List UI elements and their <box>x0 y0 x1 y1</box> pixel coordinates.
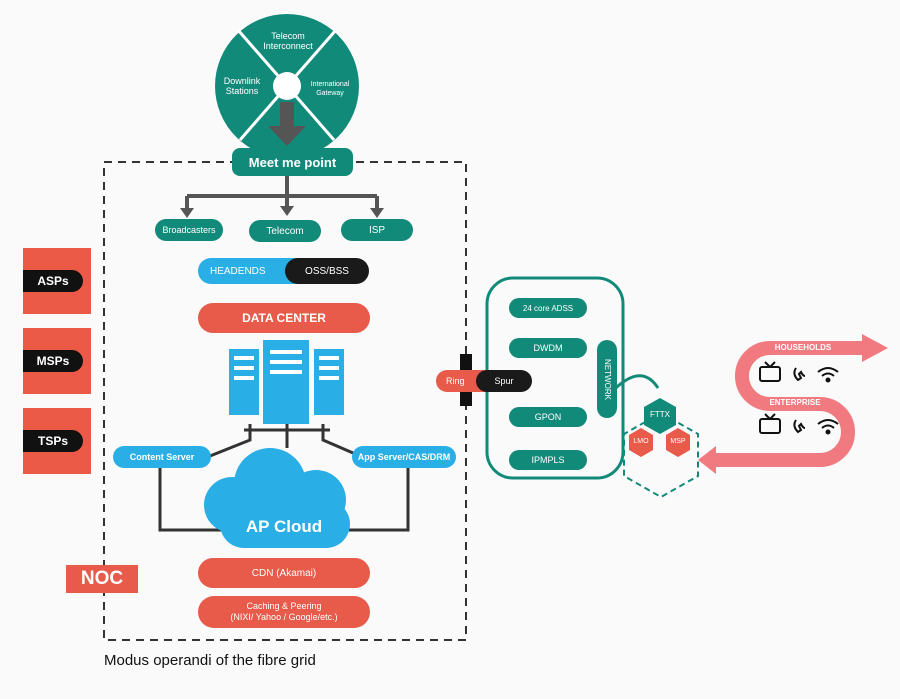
content-server-pill: Content Server <box>113 446 211 468</box>
caching-label: Caching & Peering <box>246 601 322 611</box>
branch-isp: ISP <box>341 219 413 241</box>
msp-label: MSP <box>670 438 686 445</box>
figure-caption: Modus operandi of the fibre grid <box>104 652 316 669</box>
server-rack-icon <box>229 340 344 424</box>
side-box-msps: MSPs <box>23 328 91 394</box>
network-item-adss: 24 core ADSS <box>509 298 587 318</box>
fttx-cluster <box>606 374 699 499</box>
globe-arrow <box>268 102 306 146</box>
enterprise-label: ENTERPRISE <box>769 398 821 407</box>
caching-sublabel: (NIXI/ Yahoo / Google/etc.) <box>230 612 338 622</box>
side-label-asps: ASPs <box>23 270 83 292</box>
branch-lines <box>185 176 379 210</box>
oss-bss-pill: OSS/BSS <box>285 258 369 284</box>
ring-pill: Ring <box>436 370 486 392</box>
cdn-pill: CDN (Akamai) <box>198 558 370 588</box>
branch-arrowheads <box>180 206 384 218</box>
side-box-asps: ASPs <box>23 248 91 314</box>
network-item-ipmpls: IPMPLS <box>509 450 587 470</box>
cloud-label: AP Cloud <box>245 517 323 536</box>
branch-broadcasters: Broadcasters <box>155 219 223 241</box>
branch-telecom: Telecom <box>249 220 321 242</box>
side-label-msps: MSPs <box>23 350 83 372</box>
service-arrow <box>698 334 888 474</box>
meet-me-point: Meet me point <box>232 148 353 176</box>
lmo-label: LMO <box>633 438 649 445</box>
globe-label-top: Telecom Interconnect <box>263 31 313 51</box>
network-label-text: NETWORK <box>602 358 612 400</box>
households-icons <box>759 361 839 383</box>
network-item-gpon: GPON <box>509 407 587 427</box>
globe-label-left: Downlink Stations <box>223 76 261 96</box>
fttx-label: FTTX <box>650 410 670 419</box>
side-label-tsps: TSPs <box>23 430 83 452</box>
cloud-shape <box>204 448 350 548</box>
data-center-pill: DATA CENTER <box>198 303 370 333</box>
caching-pill: Caching & Peering (NIXI/ Yahoo / Google/… <box>198 596 370 628</box>
globe <box>215 14 359 158</box>
households-label: HOUSEHOLDS <box>774 343 832 352</box>
noc-badge: NOC <box>66 565 138 593</box>
globe-label-right: International Gateway <box>310 81 350 97</box>
enterprise-icons <box>759 413 839 435</box>
network-label: NETWORK <box>597 340 617 418</box>
side-box-tsps: TSPs <box>23 408 91 474</box>
server-connectors <box>158 424 410 532</box>
app-server-pill: App Server/CAS/DRM <box>352 446 456 468</box>
network-item-dwdm: DWDM <box>509 338 587 358</box>
spur-pill: Spur <box>476 370 532 392</box>
